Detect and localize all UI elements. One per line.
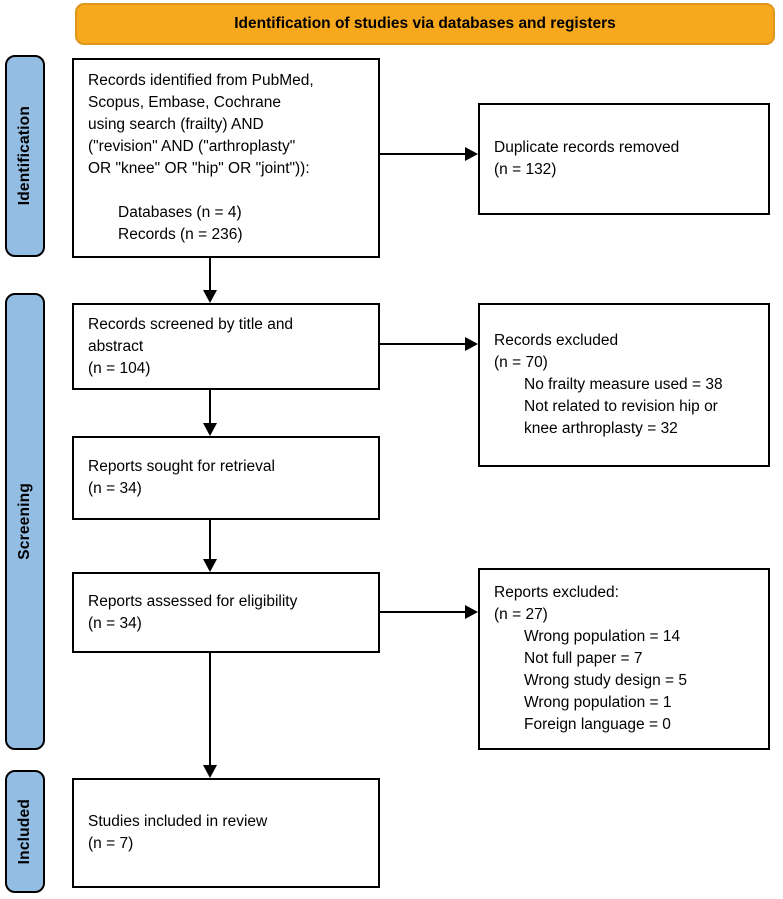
text-line: No frailty measure used = 38	[524, 376, 723, 393]
duplicates-removed-box: Duplicate records removed (n = 132)	[478, 103, 770, 215]
stage-identification-label: Identification	[16, 106, 33, 206]
studies-included-box: Studies included in review (n = 7)	[72, 778, 380, 888]
stage-screening-label: Screening	[16, 483, 33, 560]
text-line: (n = 27)	[494, 606, 548, 623]
text-line: Reports excluded:	[494, 584, 619, 601]
arrow-line	[380, 611, 466, 613]
records-identified-box: Records identified from PubMed, Scopus, …	[72, 58, 380, 258]
text-line: abstract	[88, 337, 144, 355]
text-line: Records excluded	[494, 332, 619, 349]
stage-screening: Screening	[5, 293, 45, 750]
stage-identification: Identification	[5, 55, 45, 257]
arrow-line	[209, 390, 211, 424]
text-line: Not full paper = 7	[524, 650, 643, 667]
text-line: Reports sought for retrieval	[88, 458, 275, 475]
text-line: Wrong study design = 5	[524, 672, 687, 689]
text-line: (n = 132)	[494, 161, 557, 178]
text-line: knee arthroplasty = 32	[524, 420, 678, 437]
arrow-line	[380, 153, 466, 155]
reports-assessed-box: Reports assessed for eligibility (n = 34…	[72, 572, 380, 653]
arrow-down-icon	[203, 559, 217, 572]
text-line: ("revision" AND ("arthroplasty"	[88, 138, 296, 155]
stage-included: Included	[5, 770, 45, 893]
text-line: Records screened by title and	[88, 315, 294, 333]
text-line: Databases (n = 4)	[118, 204, 242, 221]
text-line: Foreign language = 0	[524, 716, 671, 733]
text-line: Duplicate records removed	[494, 139, 680, 156]
text-line: Records identified from PubMed,	[88, 72, 314, 89]
arrow-down-icon	[203, 290, 217, 303]
text-line: Wrong population = 1	[524, 694, 672, 711]
arrow-line	[209, 258, 211, 292]
text-line: (n = 34)	[88, 480, 142, 497]
text-line: Reports assessed for eligibility	[88, 592, 298, 610]
text-line: using search (frailty) AND	[88, 116, 264, 133]
arrow-right-icon	[465, 147, 478, 161]
arrow-down-icon	[203, 765, 217, 778]
arrow-line	[209, 653, 211, 766]
arrow-down-icon	[203, 423, 217, 436]
reports-excluded-box: Reports excluded: (n = 27) Wrong populat…	[478, 568, 770, 750]
text-line	[88, 180, 370, 202]
text-line: (n = 104)	[88, 359, 151, 377]
diagram-title-banner: Identification of studies via databases …	[75, 3, 775, 45]
text-line: (n = 70)	[494, 354, 548, 371]
arrow-line	[209, 520, 211, 560]
text-line: Scopus, Embase, Cochrane	[88, 94, 281, 111]
text-line: (n = 34)	[88, 614, 142, 632]
records-screened-box: Records screened by title and abstract (…	[72, 303, 380, 390]
text-line: Studies included in review	[88, 813, 268, 830]
text-line: Wrong population = 14	[524, 628, 681, 645]
reports-sought-box: Reports sought for retrieval (n = 34)	[72, 436, 380, 520]
arrow-right-icon	[465, 337, 478, 351]
text-line: (n = 7)	[88, 835, 134, 852]
records-excluded-box: Records excluded (n = 70) No frailty mea…	[478, 303, 770, 467]
text-line: Records (n = 236)	[118, 226, 243, 243]
text-line: OR "knee" OR "hip" OR "joint")):	[88, 160, 310, 177]
stage-included-label: Included	[16, 798, 33, 865]
arrow-right-icon	[465, 605, 478, 619]
arrow-line	[380, 343, 466, 345]
diagram-title: Identification of studies via databases …	[234, 15, 616, 32]
text-line: Not related to revision hip or	[524, 398, 718, 415]
